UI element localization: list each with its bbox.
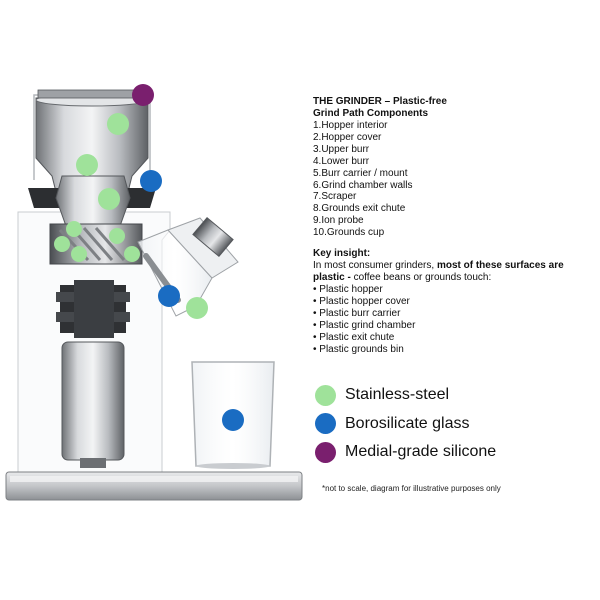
panel-title-line1: THE GRINDER – Plastic-free	[313, 96, 447, 107]
legend-item-stainless-steel: Stainless-steel	[315, 381, 595, 410]
grinder-drawing	[5, 89, 303, 501]
material-marker-steel	[54, 236, 70, 252]
plastic-part-item: Plastic grounds bin	[313, 344, 597, 356]
legend-swatch	[315, 384, 336, 406]
component-item: 1.Hopper interior	[313, 120, 388, 131]
plastic-part-item: Plastic burr carrier	[313, 308, 597, 320]
key-insight-heading: Key insight:	[313, 248, 371, 260]
key-insight-emphasis: most of these surfaces are plastic -	[313, 260, 564, 284]
legend-item-borosilicate-glass: Borosilicate glass	[315, 410, 595, 439]
material-marker-steel	[76, 154, 98, 176]
material-marker-steel	[124, 246, 140, 262]
material-marker-steel	[107, 113, 129, 135]
material-legend: Stainless-steel Borosilicate glass Media…	[315, 381, 595, 467]
material-marker-glass	[140, 170, 162, 192]
legend-swatch	[315, 441, 336, 463]
legend-item-silicone: Medial-grade silicone	[315, 438, 595, 467]
footnote: *not to scale, diagram for illustrative …	[322, 484, 501, 493]
component-item: 6.Grind chamber walls	[313, 179, 413, 191]
plastic-parts-list: Plastic hopper Plastic hopper cover Plas…	[313, 284, 597, 356]
legend-label: Stainless-steel	[345, 386, 450, 404]
panel-title-line2: Grind Path Components	[313, 108, 428, 119]
key-insight-text: In most consumer grinders, most of these…	[313, 260, 597, 284]
component-item: 10.Grounds cup	[313, 227, 385, 239]
component-item: 4.Lower burr	[313, 155, 370, 167]
plastic-part-item: Plastic hopper cover	[313, 296, 597, 308]
material-marker-glass	[222, 409, 244, 431]
plastic-part-item: Plastic hopper	[313, 284, 597, 296]
component-item: 8.Grounds exit chute	[313, 203, 406, 215]
material-marker-steel	[109, 228, 125, 244]
panel-title: THE GRINDER – Plastic-free Grind Path Co…	[313, 96, 597, 120]
component-item: 3.Upper burr	[313, 143, 370, 155]
material-marker-steel	[66, 221, 82, 237]
component-item: 2.Hopper cover	[313, 131, 382, 143]
component-list: 1.Hopper interior 2.Hopper cover 3.Upper…	[313, 120, 597, 239]
legend-label: Borosilicate glass	[345, 414, 470, 432]
legend-swatch	[315, 413, 336, 435]
key-insight-text-start: In most consumer grinders,	[313, 260, 437, 272]
component-item: 7.Scraper	[313, 191, 357, 203]
material-marker-steel	[98, 188, 120, 210]
material-marker-glass	[158, 285, 180, 307]
legend-label: Medial-grade silicone	[345, 443, 497, 461]
plastic-part-item: Plastic grind chamber	[313, 320, 597, 332]
component-item: 9.Ion probe	[313, 215, 364, 227]
components-panel: THE GRINDER – Plastic-free Grind Path Co…	[313, 96, 597, 356]
material-marker-steel	[186, 297, 208, 319]
plastic-part-item: Plastic exit chute	[313, 332, 597, 344]
material-marker-silicone	[132, 84, 154, 106]
material-marker-steel	[71, 246, 87, 262]
grinder-illustration	[0, 80, 310, 505]
key-insight-text-end: coffee beans or grounds touch:	[350, 272, 492, 284]
component-item: 5.Burr carrier / mount	[313, 167, 408, 179]
